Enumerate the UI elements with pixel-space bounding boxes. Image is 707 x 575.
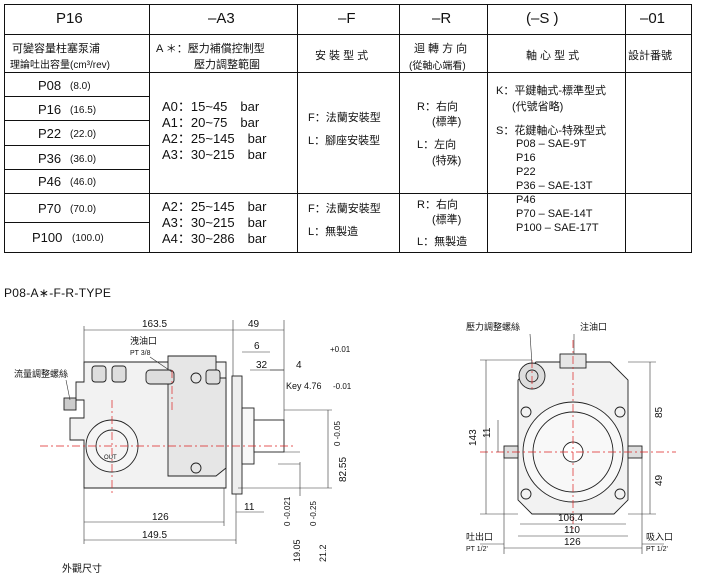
subheader-col2-line2: 壓力調整範圍 — [194, 59, 260, 71]
rotation: L：無製造 — [417, 236, 468, 248]
mount-type: L：腳座安裝型 — [308, 135, 381, 147]
header-shaft: (–S ) — [526, 10, 559, 27]
dim-21: 21.2 — [318, 544, 328, 562]
mount-type: F：法蘭安裝型 — [308, 112, 381, 124]
spec-table: P16 –A3 –F –R (–S ) –01 可變容量柱塞泵浦 理論吐出容量(… — [4, 4, 692, 253]
key-tol-minus: -0.01 — [333, 382, 352, 391]
subheader-col6: 設計番號 — [628, 50, 672, 62]
shaft-spec: P70 – SAE-14T — [516, 208, 593, 220]
shaft-spec: P46 — [516, 194, 536, 206]
header-rotation: –R — [432, 10, 452, 27]
label-outlet: 吐出口 — [466, 531, 493, 542]
rotation-note: (標準) — [432, 116, 462, 128]
dim-19: 19.05 — [292, 539, 302, 562]
label-inlet: 吸入口 — [646, 532, 673, 542]
drawing-title: P08-A∗-F-R-TYPE — [4, 286, 112, 300]
mount-type: F：法蘭安裝型 — [308, 203, 381, 215]
subheader-col3: 安 裝 型 式 — [315, 50, 369, 62]
shaft-spec: P36 – SAE-13T — [516, 180, 593, 192]
rotation-note: (特殊) — [432, 155, 462, 167]
label-drain-port: 洩油口 — [130, 335, 157, 346]
rotation: L：左向 — [417, 139, 457, 151]
shaft-type: K：平鍵軸式-標準型式 — [496, 85, 606, 97]
mount-type: L：無製造 — [308, 226, 359, 238]
label-fill-port: 注油口 — [580, 321, 607, 332]
subheader-col1-line2: 理論吐出容量(cm³/rev) — [10, 60, 110, 71]
dim-6: 6 — [254, 341, 260, 352]
subheader-col4-line2: (從軸心端看) — [409, 61, 466, 72]
rotation-note: (標準) — [432, 214, 462, 226]
model-capacity: (46.0) — [70, 177, 97, 188]
dim-110: 110 — [564, 525, 580, 536]
side-view-drawing: 163.5 49 6 32 4 +0.01 Key 4.76 -0.01 82.… — [14, 319, 352, 562]
dim-21-tol: 0 -0.25 — [309, 501, 318, 526]
dim-149: 149.5 — [142, 530, 167, 541]
shaft-type: S：花鍵軸心-特殊型式 — [496, 125, 606, 137]
header-control: –A3 — [208, 10, 235, 27]
model-name: P70 — [38, 201, 62, 216]
shaft-spec: P100 – SAE-17T — [516, 222, 599, 234]
subheader-col5: 軸 心 型 式 — [526, 50, 580, 62]
model-capacity: (70.0) — [70, 204, 97, 215]
shaft-note: (代號省略) — [512, 101, 564, 113]
subheader-col4-line1: 迴 轉 方 向 — [414, 43, 468, 55]
dim-11: 11 — [482, 427, 493, 438]
dim-143: 143 — [468, 429, 479, 446]
model-name: P22 — [38, 126, 62, 141]
model-name: P46 — [38, 174, 62, 189]
pressure-range: A4：30~286 bar — [162, 231, 267, 246]
rotation: R：右向 — [417, 199, 458, 211]
model-capacity: (100.0) — [72, 233, 104, 244]
footer-label: 外觀尺寸 — [62, 564, 102, 575]
pressure-range: A0：15~45 bar — [162, 99, 260, 114]
model-name: P16 — [38, 102, 62, 117]
key-label: Key 4.76 — [286, 381, 322, 391]
model-capacity: (8.0) — [70, 81, 91, 92]
model-capacity: (22.0) — [70, 129, 97, 140]
model-capacity: (16.5) — [70, 105, 97, 116]
shaft-spec: P22 — [516, 166, 536, 178]
header-model: P16 — [56, 10, 83, 27]
model-name: P36 — [38, 151, 62, 166]
dim-11: 11 — [244, 502, 255, 513]
model-capacity: (36.0) — [70, 154, 97, 165]
label-flow-screw: 流量調整螺絲 — [14, 368, 68, 379]
label-inlet-pt: PT 1/2' — [646, 546, 668, 553]
subheader-col2-line1: A ＊：壓力補償控制型 — [156, 43, 265, 55]
dim-49: 49 — [654, 474, 665, 486]
pressure-range: A2：25~145 bar — [162, 131, 267, 146]
dim-32: 32 — [256, 360, 268, 371]
dim-49: 49 — [248, 319, 260, 330]
dim-126: 126 — [152, 512, 169, 523]
dim-126: 126 — [564, 537, 581, 548]
dim-82-tol: 0 -0.05 — [333, 421, 342, 446]
label-pressure-screw: 壓力調整螺絲 — [466, 321, 520, 332]
label-outlet-pt: PT 1/2' — [466, 546, 488, 553]
pressure-range: A2：25~145 bar — [162, 199, 267, 214]
dim-82: 82.55 — [338, 457, 349, 482]
subheader-col1-line1: 可變容量柱塞泵浦 — [12, 43, 100, 55]
label-drain-pt: PT 3/8 — [130, 350, 151, 357]
shaft-spec: P08 – SAE-9T — [516, 138, 587, 150]
rotation: R：右向 — [417, 101, 458, 113]
pressure-range: A3：30~215 bar — [162, 147, 267, 162]
dim-163: 163.5 — [142, 319, 167, 330]
header-design: –01 — [640, 10, 666, 27]
dim-4: 4 — [296, 360, 302, 371]
shaft-spec: P16 — [516, 152, 536, 164]
key-tol-plus: +0.01 — [330, 345, 351, 354]
dim-85: 85 — [654, 406, 665, 418]
dim-19-tol: 0 -0.021 — [283, 496, 292, 526]
pressure-range: A1：20~75 bar — [162, 115, 260, 130]
pressure-range: A3：30~215 bar — [162, 215, 267, 230]
model-name: P100 — [32, 230, 63, 245]
dim-106: 106.4 — [558, 513, 583, 524]
front-view-drawing: 143 11 85 49 106.4 110 126 壓力調整螺絲 注油口 吐出… — [466, 321, 676, 554]
header-mount: –F — [338, 10, 356, 27]
model-name: P08 — [38, 78, 62, 93]
label-out: OUT — [104, 455, 117, 461]
